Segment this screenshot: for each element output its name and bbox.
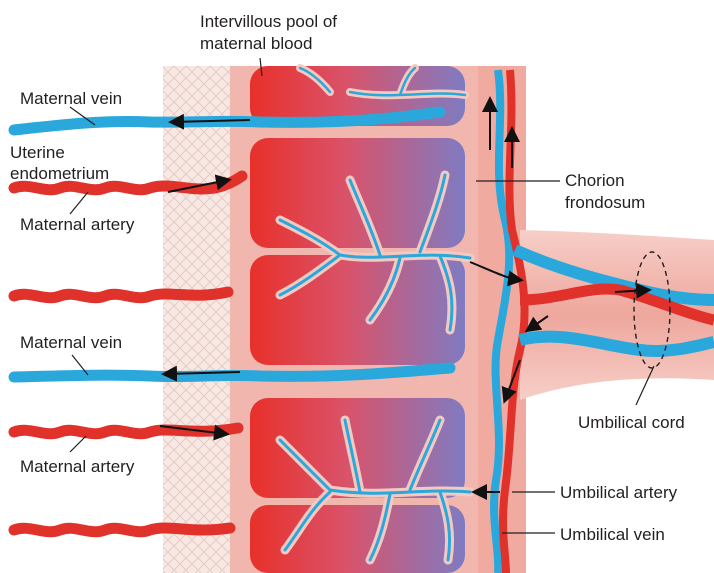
label-intervillous-line1: Intervillous pool of bbox=[200, 12, 337, 31]
maternal-artery-mid-vessel bbox=[14, 292, 228, 298]
label-maternal-vein-mid: Maternal vein bbox=[20, 333, 122, 352]
label-umbilical-artery: Umbilical artery bbox=[560, 483, 678, 502]
label-maternal-artery-bottom: Maternal artery bbox=[20, 457, 135, 476]
label-chorion-line2: frondosum bbox=[565, 193, 645, 212]
label-umbilical-cord: Umbilical cord bbox=[578, 413, 685, 432]
label-maternal-vein-top: Maternal vein bbox=[20, 89, 122, 108]
maternal-artery-base-vessel bbox=[14, 528, 230, 532]
leader-maternal-artery-top bbox=[70, 192, 88, 214]
label-uterine-line2: endometrium bbox=[10, 164, 109, 183]
label-maternal-artery-top: Maternal artery bbox=[20, 215, 135, 234]
label-intervillous-line2: maternal blood bbox=[200, 34, 312, 53]
leader-maternal-artery-bottom bbox=[70, 436, 86, 452]
label-uterine-line1: Uterine bbox=[10, 143, 65, 162]
label-umbilical-vein: Umbilical vein bbox=[560, 525, 665, 544]
intervillous-pool-3 bbox=[250, 255, 465, 365]
label-chorion-line1: Chorion bbox=[565, 171, 625, 190]
intervillous-pool-5 bbox=[250, 505, 465, 573]
endometrium-tissue bbox=[163, 66, 235, 573]
